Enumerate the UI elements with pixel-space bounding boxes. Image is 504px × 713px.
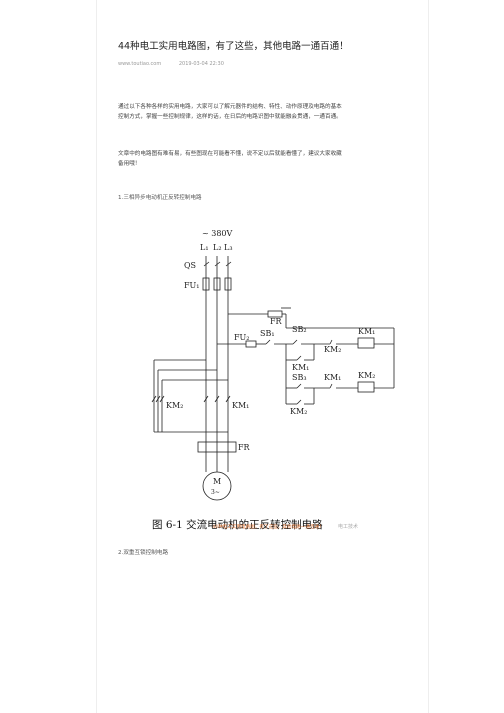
km1-main-label: KM₁ (232, 401, 249, 410)
l1-label: L₁ (200, 243, 209, 252)
circuit-diagram: ~ 380V L₁ L₂ L₃ QS FU₁ FR FU₂ SB₁ SB₂ KM… (151, 229, 395, 531)
motor-label: M (213, 477, 221, 486)
qs-label: QS (184, 261, 196, 270)
km1-interlock-label: KM₁ (324, 373, 341, 382)
watermark: 电工技术 (338, 523, 358, 530)
publish-date: 2019-03-04 22:30 (178, 61, 224, 67)
article: 44种电工实用电路图，有了这些，其他电路一通百通！ www.toutiao.co… (118, 40, 418, 556)
supply-label: ~ 380V (202, 229, 233, 238)
km1-hold-label: KM₁ (292, 363, 309, 372)
km2-main-label: KM₂ (166, 401, 183, 410)
motor-phase-label: 3~ (211, 489, 220, 496)
article-title: 44种电工实用电路图，有了这些，其他电路一通百通！ (118, 41, 349, 52)
section-heading-2: 2.双重互锁控制电路 (118, 550, 169, 556)
fu1-label: FU₁ (184, 281, 200, 290)
paragraph-2: 文章中的电路图有难有易，有些图现在可能看不懂，说不定以后就能看懂了，建议大家收藏… (118, 149, 404, 169)
paragraph-2-line-1: 文章中的电路图有难有易，有些图现在可能看不懂，说不定以后就能看懂了，建议大家收藏 (118, 151, 342, 157)
figure-title: 图 6-1 交流电动机的正反转控制电路 (152, 518, 323, 531)
page-border-left (96, 0, 97, 713)
paragraph-1-line-1: 通过以下各种各样的实用电路，大家可以了解元器件的结构、特性、动作原理及电路的基本 (118, 104, 342, 110)
km2-coil-label: KM₂ (358, 371, 375, 380)
sb1-label: SB₁ (260, 329, 275, 338)
l2-label: L₂ (213, 243, 222, 252)
km2-hold-label: KM₂ (290, 407, 307, 416)
km1-coil-label: KM₁ (358, 327, 375, 336)
figure-caption: 44种电工实用电路图，有了这些，其他电路一通百通！ (212, 525, 324, 530)
km2-contact-label: KM₂ (324, 345, 341, 354)
fr-top-label: FR (270, 317, 283, 326)
paragraph-2-line-2: 备用哦！ (118, 161, 141, 167)
paragraph-1-line-2: 控制方式，掌握一些控制规律，这样的话，在日后的电路识图中就能融会贯通，一通百通。 (118, 114, 342, 120)
sb2-label: SB₂ (292, 325, 307, 334)
section-heading-1: 1.三相异步电动机正反转控制电路 (118, 195, 202, 201)
fr-bottom-label: FR (238, 443, 251, 452)
paragraph-1: 通过以下各种各样的实用电路，大家可以了解元器件的结构、特性、动作原理及电路的基本… (118, 102, 404, 122)
circuit-figure: ~ 380V L₁ L₂ L₃ QS FU₁ FR FU₂ SB₁ SB₂ KM… (118, 220, 418, 556)
page-border-right (428, 0, 429, 713)
fu2-label: FU₂ (234, 333, 250, 342)
source-link[interactable]: www.toutiao.com (118, 61, 162, 67)
sb3-label: SB₃ (292, 373, 307, 382)
article-meta: www.toutiao.com 2019-03-04 22:30 (118, 61, 418, 69)
l3-label: L₃ (224, 243, 233, 252)
